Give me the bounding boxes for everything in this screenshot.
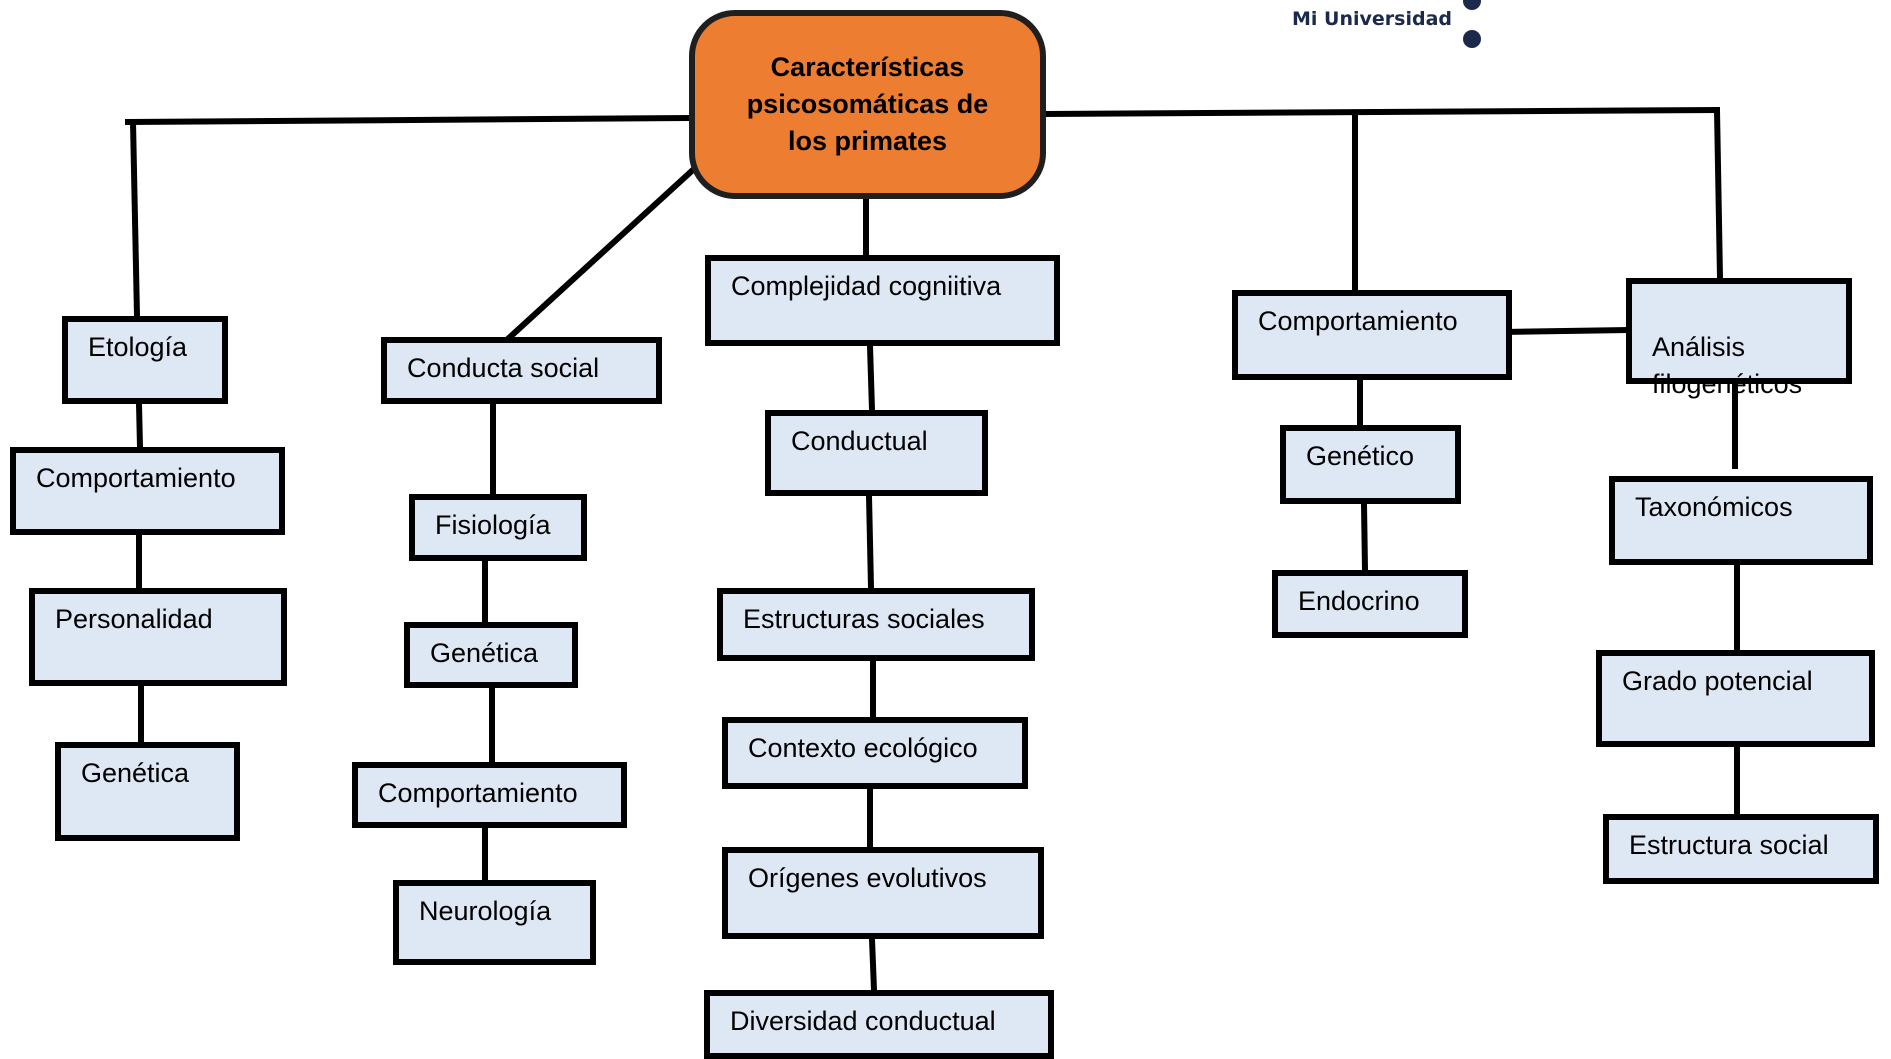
node-label: Comportamiento: [1258, 306, 1458, 336]
logo-dot-icon: [1463, 0, 1481, 10]
node-label: Neurología: [419, 896, 552, 926]
node-conducta-neurologia: Neurología: [393, 880, 596, 965]
connector: [1500, 326, 1630, 336]
node-complejidad-diversidad: Diversidad conductual: [704, 990, 1054, 1059]
connector: [866, 342, 876, 414]
node-conducta-comportamiento: Comportamiento: [352, 762, 627, 828]
node-label: Personalidad: [55, 604, 213, 634]
node-label: Genética: [430, 638, 539, 668]
node-label: Genética: [81, 758, 190, 788]
connector: [135, 400, 144, 451]
node-conducta-genetica: Genética: [404, 622, 578, 688]
node-label: Taxonómicos: [1635, 492, 1793, 522]
node-label: Etología: [88, 332, 188, 362]
connector: [129, 118, 141, 320]
connector: [124, 114, 693, 126]
node-analisis-estructura-social: Estructura social: [1603, 814, 1879, 884]
university-logo-text: Mi Universidad: [1292, 8, 1452, 30]
node-label: Conducta social: [407, 353, 600, 383]
connector: [505, 163, 700, 342]
root-node-label: Características psicosomáticas de los pr…: [746, 52, 989, 156]
node-complejidad: Complejidad cogniitiva: [705, 255, 1060, 346]
connector: [1713, 106, 1724, 282]
node-label: Diversidad conductual: [730, 1006, 996, 1036]
node-label: Endocrino: [1298, 586, 1420, 616]
node-comportamiento-endocrino: Endocrino: [1272, 570, 1468, 638]
node-etologia-genetica: Genética: [55, 742, 240, 841]
connector: [868, 935, 878, 994]
node-label: Análisis filogenéticos: [1652, 332, 1803, 399]
node-etologia: Etología: [62, 316, 228, 404]
node-label: Orígenes evolutivos: [748, 863, 987, 893]
node-analisis: Análisis filogenéticos: [1626, 278, 1852, 399]
node-etologia-personalidad: Personalidad: [29, 588, 287, 686]
node-label: Complejidad cogniitiva: [731, 271, 1002, 301]
connector: [1360, 500, 1369, 574]
node-analisis-grado-potencial: Grado potencial: [1596, 650, 1875, 747]
node-label: Conductual: [791, 426, 928, 456]
node-etologia-comportamiento: Comportamiento: [10, 447, 285, 535]
node-label: Genético: [1306, 441, 1415, 471]
node-complejidad-estructuras: Estructuras sociales: [717, 588, 1035, 661]
node-comportamiento-genetico: Genético: [1280, 425, 1461, 504]
node-analisis-taxonomicos: Taxonómicos: [1609, 476, 1873, 565]
node-label: Contexto ecológico: [748, 733, 978, 763]
root-node: Características psicosomáticas de los pr…: [689, 10, 1046, 199]
node-comportamiento: Comportamiento: [1232, 290, 1512, 380]
node-label: Comportamiento: [378, 778, 578, 808]
node-label: Grado potencial: [1622, 666, 1813, 696]
node-complejidad-conductual: Conductual: [765, 410, 988, 496]
node-complejidad-contexto: Contexto ecológico: [722, 717, 1028, 789]
node-label: Estructura social: [1629, 830, 1829, 860]
logo-dot-icon: [1463, 30, 1481, 48]
node-complejidad-origenes: Orígenes evolutivos: [722, 847, 1044, 939]
node-conducta-social: Conducta social: [381, 337, 662, 404]
node-label: Comportamiento: [36, 463, 236, 493]
connector: [865, 492, 875, 592]
connector: [1042, 106, 1721, 118]
node-label: Estructuras sociales: [743, 604, 985, 634]
node-conducta-fisiologia: Fisiología: [409, 494, 587, 561]
node-label: Fisiología: [435, 510, 551, 540]
